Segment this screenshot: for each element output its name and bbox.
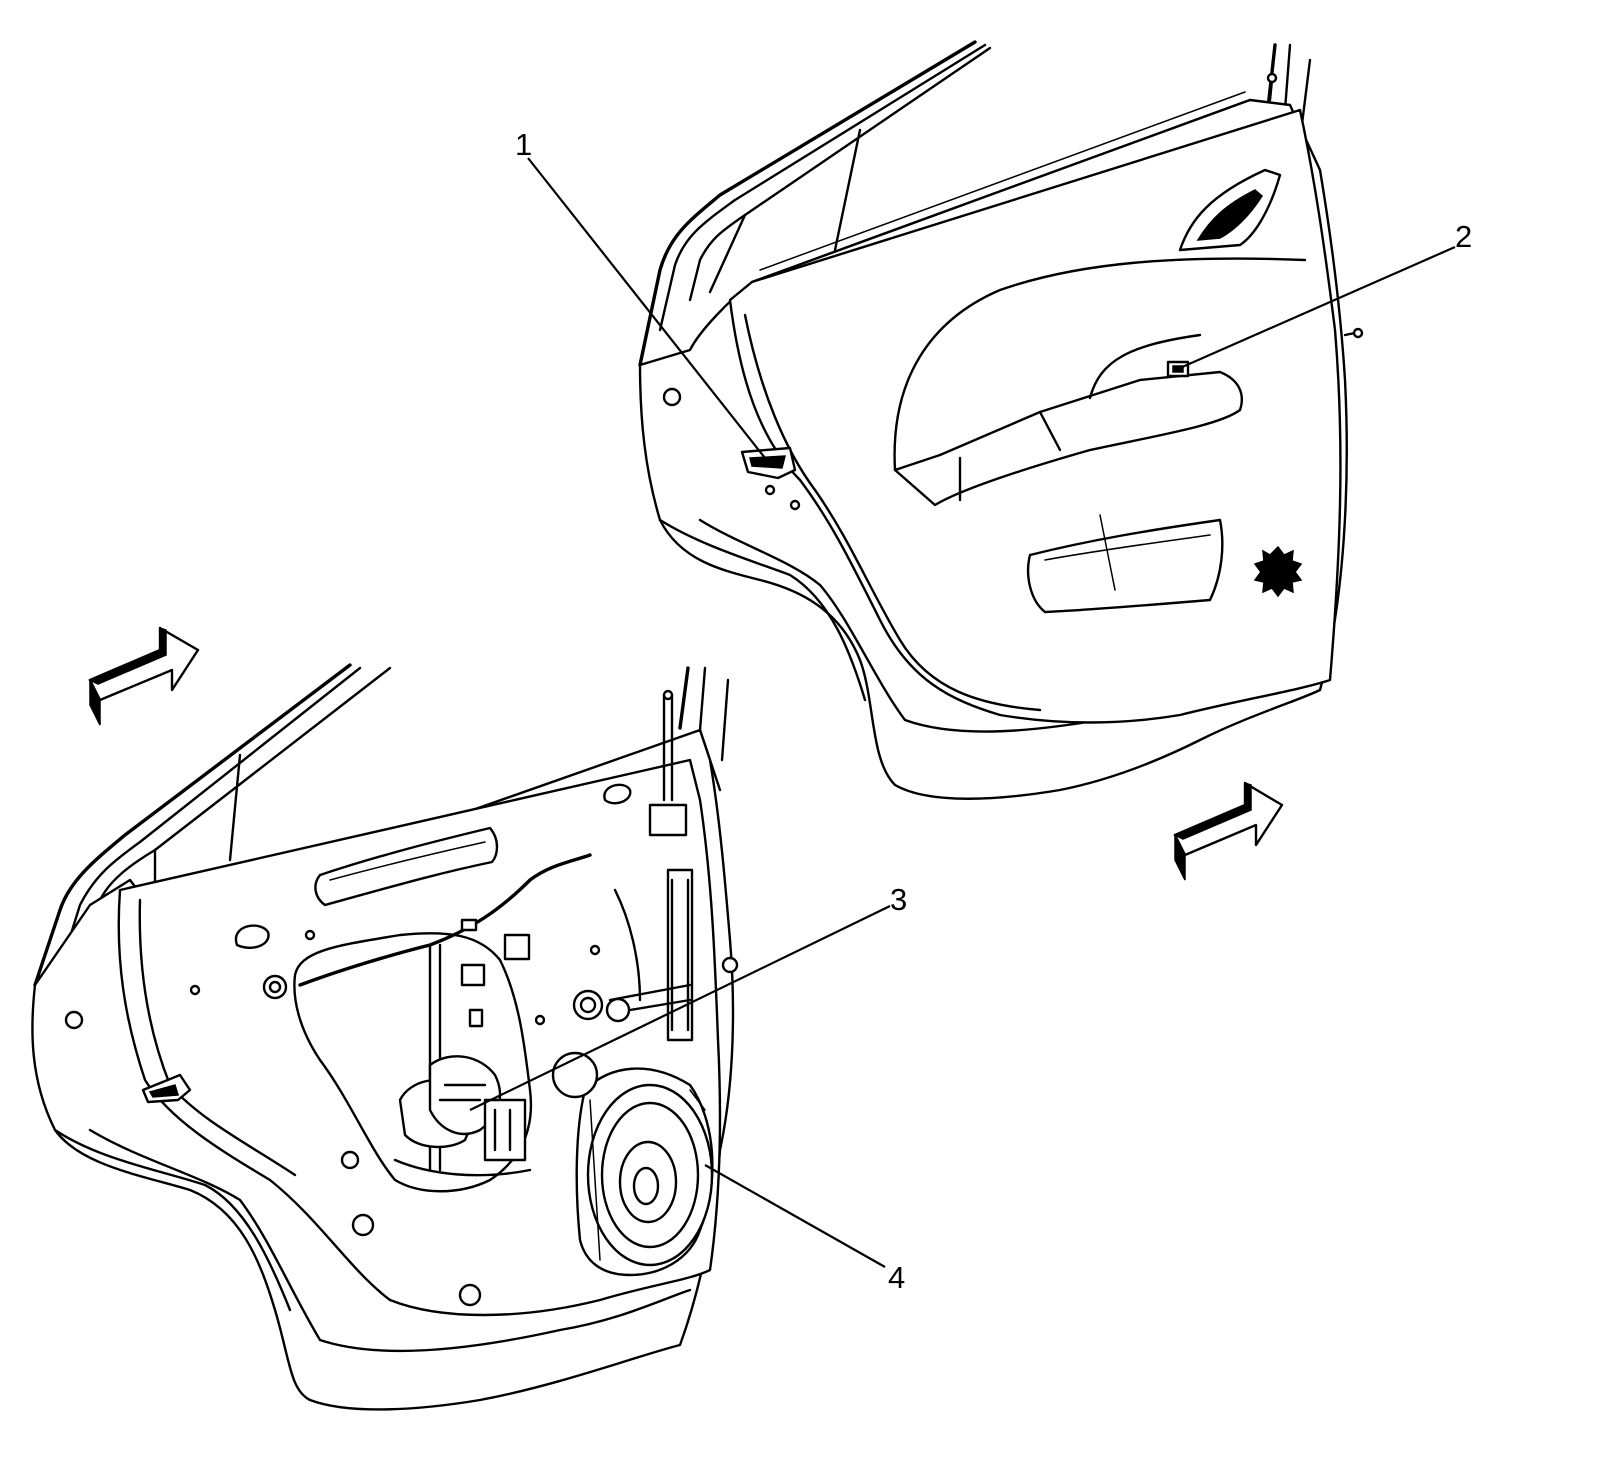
callout-4: 4 <box>704 1164 905 1295</box>
callout-2: 2 <box>1179 219 1472 370</box>
lower-door-assembly <box>31 663 739 1411</box>
direction-arrow-icon <box>1173 781 1284 881</box>
callout-label: 3 <box>890 882 907 917</box>
lower-door-window-frame <box>33 663 352 987</box>
upper-door-window-frame <box>638 40 977 367</box>
callout-3: 3 <box>469 882 907 1111</box>
door-pocket <box>1026 518 1224 614</box>
armrest <box>893 370 1243 507</box>
direction-arrow-icon <box>88 626 200 726</box>
speaker <box>586 1083 714 1267</box>
panel-slot <box>314 826 499 907</box>
callout-label: 4 <box>888 1260 905 1295</box>
upper-door-assembly <box>638 40 1364 800</box>
callout-1: 1 <box>515 127 766 459</box>
callout-label: 1 <box>515 127 532 162</box>
callout-label: 2 <box>1455 219 1472 254</box>
speaker-grille <box>1253 545 1303 598</box>
